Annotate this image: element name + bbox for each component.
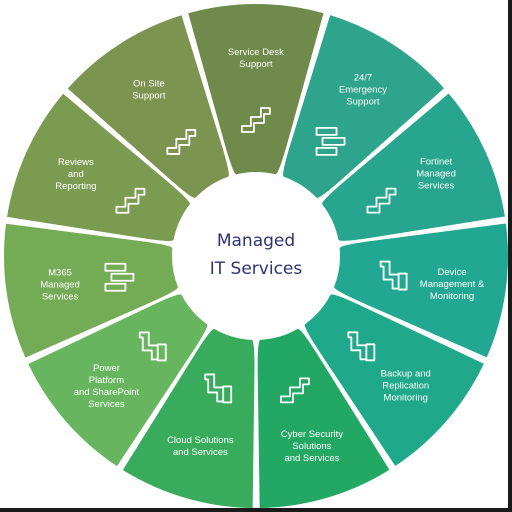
segment-shape-device <box>334 223 508 358</box>
segment-label-cyber-1: Cyber Security <box>281 429 344 440</box>
segment-label-device-2: Management & <box>420 279 485 290</box>
image-border-right <box>508 0 512 512</box>
segment-label-device-3: Monitoring <box>430 291 474 302</box>
segment-label-service-desk-1: Service Desk <box>228 47 284 58</box>
segment-label-power-3: and SharePoint <box>74 387 140 398</box>
segment-label-reviews-1: Reviews <box>58 157 94 168</box>
segment-shape-reviews <box>7 93 190 241</box>
stacked-bars-icon <box>315 126 346 156</box>
segment-label-reviews-3: Reporting <box>55 181 96 192</box>
segment-label-power-2: Platform <box>89 375 124 386</box>
segment-label-emergency-2: Emergency <box>339 84 387 95</box>
segment-label-cyber-2: Solutions <box>292 441 331 452</box>
segment-label-cloud-1: Cloud Solutions <box>167 435 234 446</box>
segment-shape-m365 <box>3 223 178 358</box>
segment-label-onsite-1: On Site <box>133 78 165 89</box>
segment-label-fortinet-2: Managed <box>416 169 456 180</box>
center-title-line2: IT Services <box>210 259 303 279</box>
segment-label-onsite-2: Support <box>132 90 166 101</box>
segment-label-m365-3: Services <box>42 291 79 302</box>
segment-label-service-desk-2: Support <box>239 59 273 70</box>
segment-shape-cyber <box>257 328 390 508</box>
segment-shape-fortinet <box>322 93 505 241</box>
segment-label-reviews-2: and <box>68 169 84 180</box>
segment-label-emergency-1: 24/7 <box>354 72 373 83</box>
step-path-icon <box>366 187 397 214</box>
zigzag-blocks-icon <box>379 260 408 291</box>
step-path-icon <box>241 107 271 133</box>
step-path-icon <box>115 187 146 214</box>
step-path-icon <box>166 129 197 155</box>
segment-shape-onsite <box>67 15 229 199</box>
segment-shape-cloud <box>122 328 255 508</box>
segment-label-emergency-3: Support <box>346 96 380 107</box>
segment-label-backup-1: Backup and <box>381 369 431 380</box>
segment-label-device-1: Device <box>437 267 466 278</box>
segment-label-cloud-2: and Services <box>173 447 228 458</box>
segment-label-backup-2: Replication <box>382 381 429 392</box>
segment-shape-service-desk <box>188 3 324 175</box>
segment-label-fortinet-3: Services <box>418 181 455 192</box>
zigzag-blocks-icon <box>347 331 376 362</box>
segment-label-fortinet-1: Fortinet <box>420 157 453 168</box>
segment-shape-power <box>28 294 208 467</box>
segment-shape-emergency <box>283 15 445 198</box>
segment-label-m365-1: M365 <box>48 267 72 278</box>
stacked-bars-icon <box>104 262 135 292</box>
zigzag-blocks-icon <box>204 373 233 404</box>
segment-label-m365-2: Managed <box>40 279 80 290</box>
segment-label-power-4: Services <box>88 399 125 410</box>
segment-label-cyber-3: and Services <box>284 453 339 464</box>
segment-label-power-1: Power <box>93 363 120 374</box>
zigzag-blocks-icon <box>138 331 167 362</box>
segment-label-backup-3: Monitoring <box>384 393 428 404</box>
step-path-icon <box>280 377 310 404</box>
center-title-line1: Managed <box>217 231 295 251</box>
image-border-bottom <box>0 508 512 512</box>
